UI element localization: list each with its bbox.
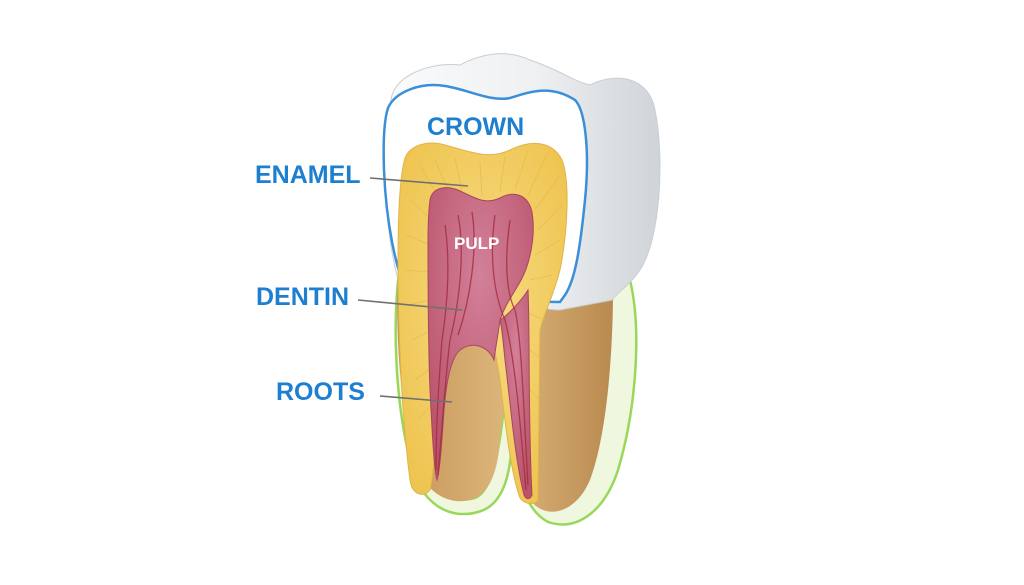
roots-leader	[379, 395, 453, 403]
dentin-leader	[357, 299, 463, 311]
root-canal-right	[499, 288, 533, 500]
pulp-vessels	[435, 211, 529, 491]
roots-label: ROOTS	[276, 378, 365, 406]
leader-lines	[357, 177, 469, 403]
enamel-leader	[369, 177, 469, 187]
enamel-label: ENAMEL	[255, 161, 361, 189]
pulp-label: PULP	[454, 234, 499, 253]
crown-label: CROWN	[427, 113, 524, 141]
dentin-label: DENTIN	[256, 283, 349, 311]
